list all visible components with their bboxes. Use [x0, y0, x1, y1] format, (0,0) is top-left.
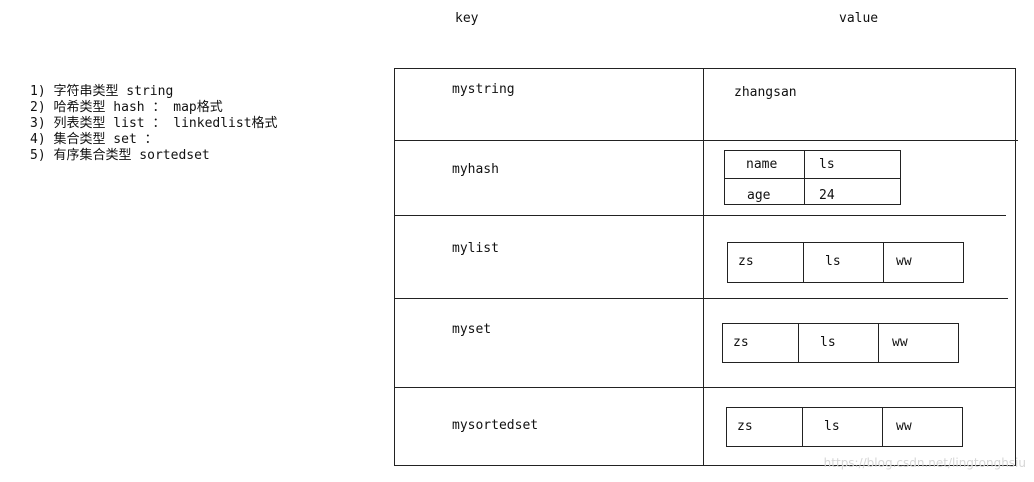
key-mylist: mylist: [452, 241, 499, 256]
key-myset: myset: [452, 322, 492, 337]
value-header: value: [839, 11, 879, 26]
type-item: 1) 字符串类型 string: [30, 84, 174, 99]
set-value-box: zs ls ww: [722, 323, 959, 363]
key-myhash: myhash: [452, 162, 499, 177]
type-item: 2) 哈希类型 hash ： map格式: [30, 100, 223, 115]
set-item: ww: [892, 335, 908, 350]
sortedset-value-box: zs ls ww: [726, 407, 963, 447]
list-item: ls: [825, 254, 841, 269]
hash-value-box: name ls age 24: [724, 150, 901, 205]
hash-field: name: [746, 157, 778, 172]
row-divider: [394, 140, 1018, 141]
hash-value: 24: [819, 188, 835, 203]
key-value-table: [394, 68, 1016, 466]
key-header: key: [455, 11, 479, 26]
key-mystring: mystring: [452, 82, 515, 97]
row-divider: [394, 298, 1008, 299]
value-mystring: zhangsan: [734, 85, 797, 100]
row-divider: [394, 215, 1006, 216]
set-item: ls: [820, 335, 836, 350]
watermark: https://blog.csdn.net/lingtonghsiu: [823, 456, 1026, 470]
type-item: 4) 集合类型 set ：: [30, 132, 158, 147]
sortedset-item: ls: [824, 419, 840, 434]
column-divider: [703, 68, 704, 466]
key-mysortedset: mysortedset: [452, 418, 539, 433]
row-divider: [394, 387, 1016, 388]
type-item: 5) 有序集合类型 sortedset: [30, 148, 210, 163]
list-item: ww: [896, 254, 912, 269]
list-value-box: zs ls ww: [727, 242, 964, 283]
set-item: zs: [733, 335, 749, 350]
hash-field: age: [747, 188, 771, 203]
sortedset-item: ww: [896, 419, 912, 434]
list-item: zs: [738, 254, 754, 269]
type-item: 3) 列表类型 list ： linkedlist格式: [30, 116, 278, 131]
hash-value: ls: [819, 157, 835, 172]
sortedset-item: zs: [737, 419, 753, 434]
type-list: 1) 字符串类型 string 2) 哈希类型 hash ： map格式 3) …: [30, 84, 278, 164]
